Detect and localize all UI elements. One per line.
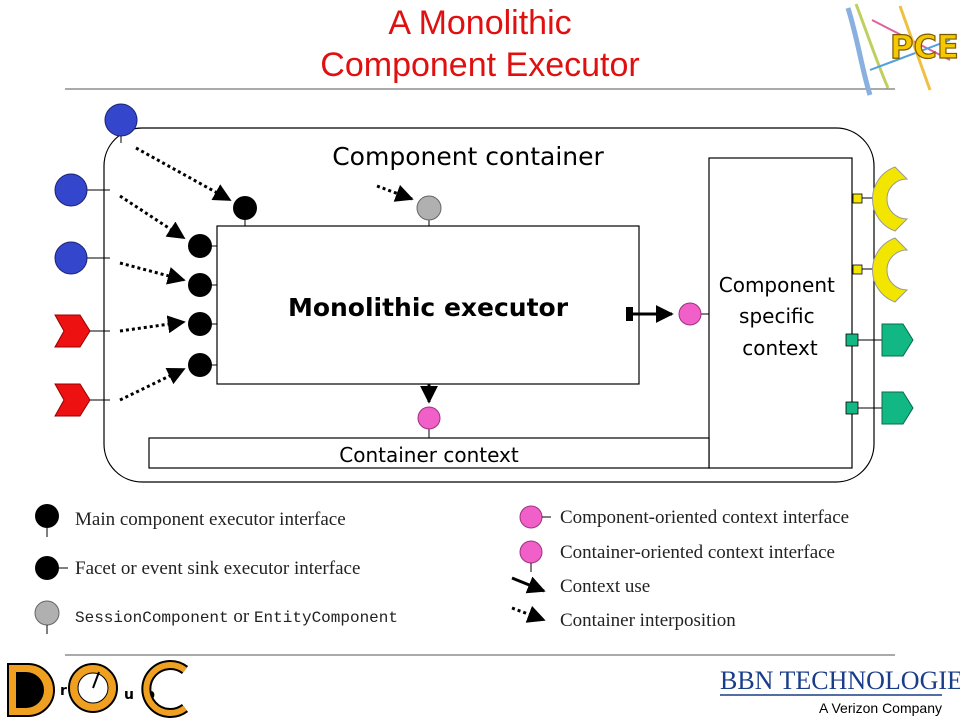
legend-container-oriented-label: Container-oriented context interface bbox=[560, 542, 835, 563]
legend-main-icon bbox=[35, 504, 59, 528]
legend-entity-component: EntityComponent bbox=[253, 609, 398, 627]
context-label-line-3: context bbox=[742, 336, 818, 360]
pces-logo: PCES bbox=[845, 3, 960, 96]
legend-interposition-arrow bbox=[511, 605, 546, 623]
legend-component-oriented-label: Component-oriented context interface bbox=[560, 507, 850, 528]
external-facets bbox=[54, 103, 138, 275]
component-container-label: Component container bbox=[332, 142, 604, 171]
executor-facet-ports bbox=[188, 234, 217, 377]
interposition-arrow-session bbox=[376, 184, 414, 202]
legend-facet-label: Facet or event sink executor interface bbox=[75, 558, 361, 579]
session-component-port bbox=[416, 195, 442, 221]
container-context-label: Container context bbox=[339, 443, 519, 467]
title-line-1: A Monolithic bbox=[388, 4, 572, 42]
legend-or: or bbox=[233, 606, 250, 627]
facet-port-2 bbox=[188, 273, 212, 297]
bbn-sub: A Verizon Company bbox=[819, 700, 942, 716]
legend-context-use-arrow bbox=[511, 576, 546, 594]
legend-context-use-label: Context use bbox=[560, 576, 651, 597]
event-sources bbox=[845, 323, 914, 425]
container-interposition-arrows bbox=[119, 146, 414, 402]
facet-port-4 bbox=[188, 353, 212, 377]
facet-port-3 bbox=[188, 312, 212, 336]
doc-logo-r: r bbox=[60, 683, 67, 699]
doc-logo-o: O bbox=[80, 675, 81, 676]
main-interface-port bbox=[233, 196, 257, 220]
receptacle-2 bbox=[871, 237, 909, 303]
external-facet-2 bbox=[54, 241, 88, 275]
container-oriented-port bbox=[417, 406, 441, 430]
legend-session-component: SessionComponent bbox=[75, 609, 229, 627]
receptacles bbox=[852, 166, 909, 303]
legend-component-oriented-icon bbox=[519, 505, 543, 529]
legend-facet-icon bbox=[35, 556, 59, 580]
legend-container-oriented-icon bbox=[519, 540, 543, 564]
bbn-name: BBN TECHNOLOGIES bbox=[720, 666, 960, 695]
component-specific-context bbox=[708, 157, 853, 469]
component-specific-context-label: Component specific context bbox=[719, 273, 841, 360]
doc-logo-u: u bbox=[124, 687, 134, 703]
interposition-arrow-2 bbox=[119, 261, 186, 285]
doc-logo-c: C bbox=[170, 675, 171, 676]
legend-session-icon bbox=[34, 600, 60, 626]
facet-port-1 bbox=[188, 234, 212, 258]
event-source-1 bbox=[881, 323, 914, 357]
title-line-2: Component Executor bbox=[320, 46, 640, 84]
context-label-line-1: Component bbox=[719, 273, 835, 297]
external-event-sinks bbox=[54, 314, 110, 417]
interposition-arrow-1 bbox=[119, 194, 186, 240]
doc-group-logo: r u p bbox=[7, 660, 189, 718]
legend-interposition-label: Container interposition bbox=[560, 610, 736, 631]
external-facet-top bbox=[104, 103, 138, 137]
container-context bbox=[148, 437, 710, 469]
interposition-arrow-3 bbox=[119, 315, 186, 334]
doc-logo-d: D bbox=[10, 670, 11, 671]
event-source-2 bbox=[881, 391, 914, 425]
bbn-logo: BBN TECHNOLOGIES A Verizon Company bbox=[720, 666, 960, 716]
legend-session-label: SessionComponent or EntityComponent bbox=[75, 606, 398, 628]
external-facet-1 bbox=[54, 173, 88, 207]
legend-icons bbox=[34, 504, 551, 634]
monolithic-executor-label: Monolithic executor bbox=[288, 293, 569, 322]
pces-logo-text: PCES bbox=[890, 28, 960, 66]
event-sink-2 bbox=[54, 383, 91, 417]
receptacle-1 bbox=[871, 166, 909, 232]
component-oriented-port bbox=[678, 302, 702, 326]
context-label-line-2: specific bbox=[739, 304, 815, 328]
context-use-stub bbox=[626, 307, 633, 321]
legend-main-label: Main component executor interface bbox=[75, 509, 346, 530]
event-sink-1 bbox=[54, 314, 91, 348]
